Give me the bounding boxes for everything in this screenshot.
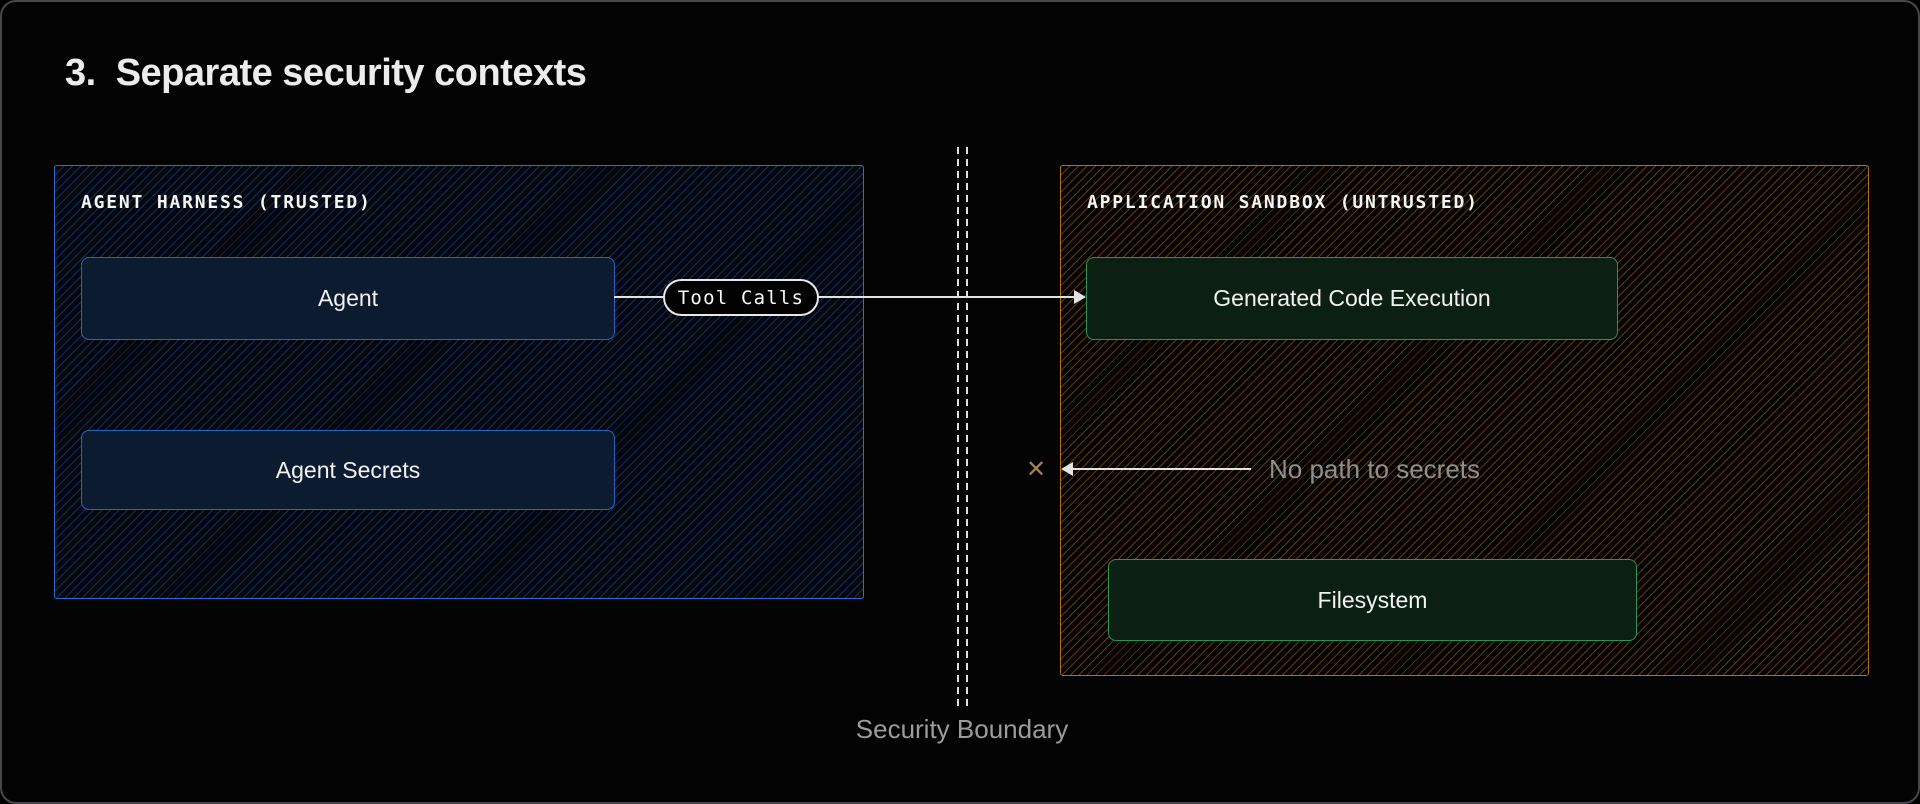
agent-node: Agent [81, 257, 615, 340]
page-title: 3. Separate security contexts [65, 52, 587, 95]
no-path-arrow-line [1072, 468, 1251, 470]
arrow-right-icon [1074, 290, 1086, 304]
agent-secrets-node-label: Agent Secrets [275, 456, 421, 483]
tool-calls-pill-label: Tool Calls [677, 286, 805, 309]
no-path-label: No path to secrets [1269, 454, 1480, 484]
application-sandbox-panel: APPLICATION SANDBOX (UNTRUSTED) Generate… [1060, 165, 1869, 676]
blocked-x-icon: ✕ [1025, 455, 1047, 483]
filesystem-node-label: Filesystem [1317, 586, 1428, 613]
agent-secrets-node: Agent Secrets [81, 430, 615, 510]
generated-code-execution-node-label: Generated Code Execution [1213, 285, 1491, 311]
tool-calls-pill: Tool Calls [663, 279, 819, 316]
security-boundary-line-left [957, 147, 959, 709]
title-number: 3. [65, 52, 96, 94]
tool-calls-connector-line [614, 296, 1075, 298]
agent-harness-label: AGENT HARNESS (TRUSTED) [81, 192, 372, 213]
agent-harness-panel: AGENT HARNESS (TRUSTED) Agent Agent Secr… [54, 165, 864, 599]
title-text: Separate security contexts [115, 52, 587, 94]
arrow-left-icon [1061, 462, 1073, 476]
agent-node-label: Agent [317, 285, 379, 311]
application-sandbox-label: APPLICATION SANDBOX (UNTRUSTED) [1087, 192, 1479, 213]
filesystem-node: Filesystem [1108, 559, 1637, 641]
security-boundary-line-right [966, 147, 968, 709]
generated-code-execution-node: Generated Code Execution [1086, 257, 1618, 340]
security-boundary-label: Security Boundary [855, 714, 1069, 744]
